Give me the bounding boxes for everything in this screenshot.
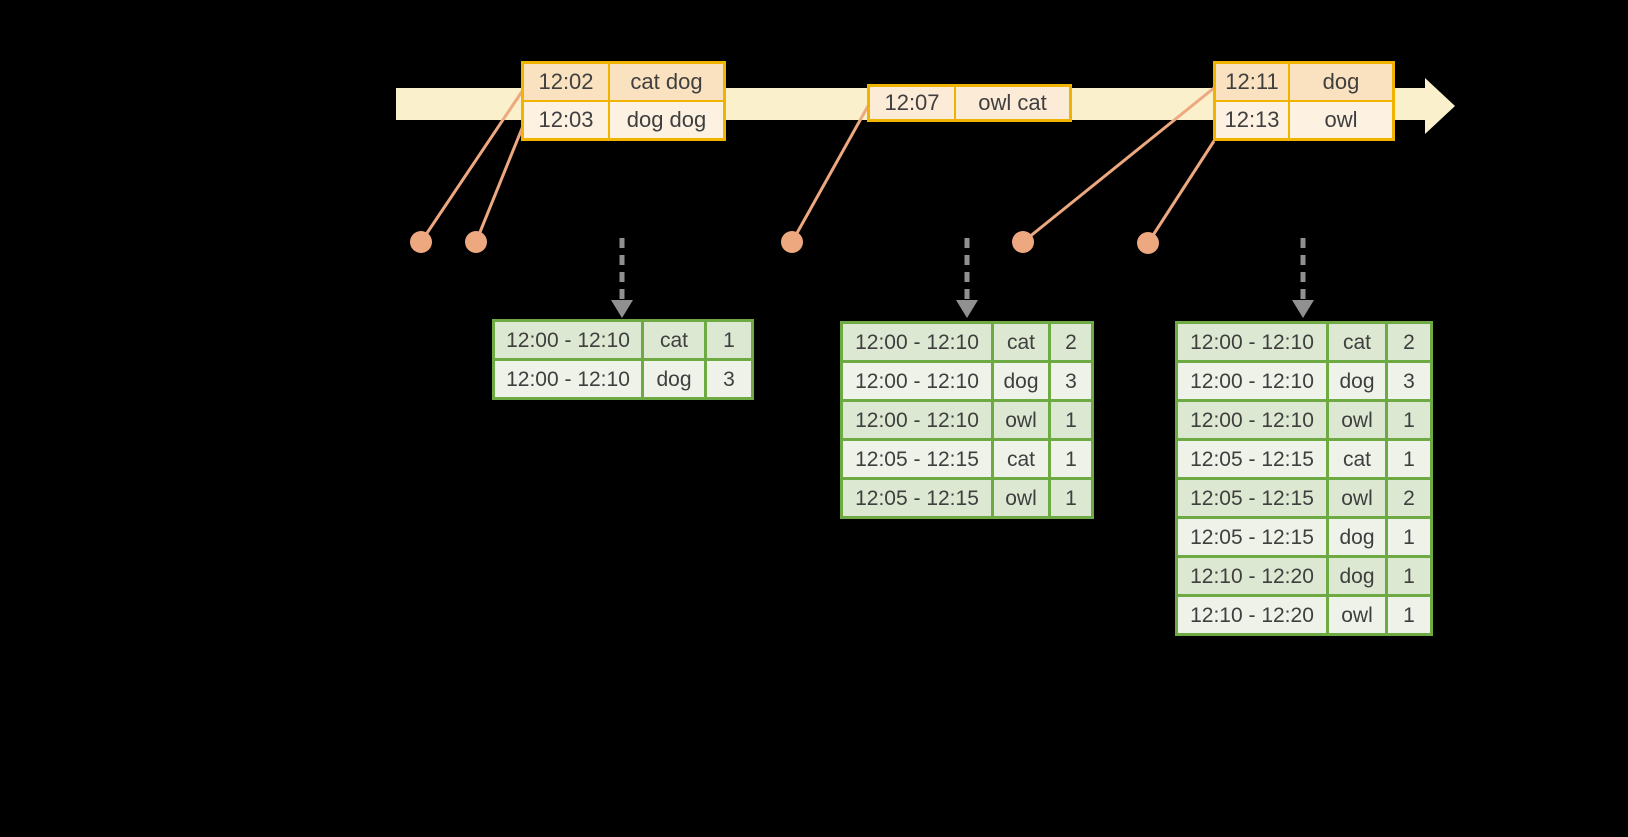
event-dot (465, 231, 487, 253)
event-words: cat dog (610, 64, 723, 100)
result-table-2: 12:00 - 12:10 cat 2 12:00 - 12:10 dog 3 … (840, 321, 1094, 519)
count: 3 (1388, 363, 1430, 399)
event-words: owl cat (956, 87, 1069, 119)
down-arrowhead-icon (956, 300, 978, 318)
window-range: 12:00 - 12:10 (843, 402, 991, 438)
window-range: 12:05 - 12:15 (843, 480, 991, 516)
event-time: 12:11 (1216, 64, 1288, 100)
event-connector-line (790, 105, 870, 243)
window-range: 12:05 - 12:15 (1178, 480, 1326, 516)
input-table-1: 12:02 cat dog 12:03 dog dog (521, 61, 726, 141)
word: cat (994, 441, 1048, 477)
input-table-2: 12:07 owl cat (867, 84, 1072, 122)
input-table-3: 12:11 dog 12:13 owl (1213, 61, 1395, 141)
count: 1 (1388, 597, 1430, 633)
down-arrowhead-icon (1292, 300, 1314, 318)
word: owl (994, 402, 1048, 438)
word: cat (644, 322, 704, 358)
event-dots (410, 231, 1159, 254)
count: 1 (1051, 402, 1091, 438)
window-range: 12:00 - 12:10 (1178, 363, 1326, 399)
event-dot (781, 231, 803, 253)
count: 1 (1388, 558, 1430, 594)
word: owl (1329, 480, 1385, 516)
trigger-arrows (619, 238, 1306, 301)
event-dot (1012, 231, 1034, 253)
count: 1 (1388, 441, 1430, 477)
timeline-arrowhead-icon (1425, 78, 1455, 134)
count: 2 (1051, 324, 1091, 360)
word: cat (1329, 324, 1385, 360)
event-time: 12:07 (870, 87, 954, 119)
window-range: 12:00 - 12:10 (495, 361, 641, 397)
window-range: 12:10 - 12:20 (1178, 558, 1326, 594)
count: 1 (1388, 402, 1430, 438)
result-table-3: 12:00 - 12:10 cat 2 12:00 - 12:10 dog 3 … (1175, 321, 1433, 636)
word: owl (1329, 597, 1385, 633)
count: 1 (1051, 480, 1091, 516)
word: dog (994, 363, 1048, 399)
window-range: 12:00 - 12:10 (843, 324, 991, 360)
event-time: 12:13 (1216, 102, 1288, 138)
event-time: 12:02 (524, 64, 608, 100)
count: 2 (1388, 324, 1430, 360)
window-range: 12:00 - 12:10 (1178, 402, 1326, 438)
count: 1 (1388, 519, 1430, 555)
word: dog (1329, 558, 1385, 594)
word: dog (1329, 519, 1385, 555)
window-range: 12:00 - 12:10 (1178, 324, 1326, 360)
event-dot (1137, 232, 1159, 254)
count: 2 (1388, 480, 1430, 516)
count: 1 (707, 322, 751, 358)
word: cat (994, 324, 1048, 360)
window-range: 12:05 - 12:15 (843, 441, 991, 477)
event-words: dog dog (610, 102, 723, 138)
event-connector-line (1022, 86, 1215, 244)
event-connector-line (474, 125, 525, 243)
event-connector-line (419, 89, 525, 243)
event-connector-lines (419, 86, 1216, 244)
window-range: 12:05 - 12:15 (1178, 519, 1326, 555)
event-dot (410, 231, 432, 253)
event-connector-line (1146, 140, 1216, 244)
window-range: 12:00 - 12:10 (843, 363, 991, 399)
word: cat (1329, 441, 1385, 477)
word: owl (1329, 402, 1385, 438)
window-range: 12:05 - 12:15 (1178, 441, 1326, 477)
count: 3 (1051, 363, 1091, 399)
count: 1 (1051, 441, 1091, 477)
event-time: 12:03 (524, 102, 608, 138)
result-table-1: 12:00 - 12:10 cat 1 12:00 - 12:10 dog 3 (492, 319, 754, 400)
down-arrowhead-icon (611, 300, 633, 318)
count: 3 (707, 361, 751, 397)
window-range: 12:00 - 12:10 (495, 322, 641, 358)
word: dog (644, 361, 704, 397)
window-range: 12:10 - 12:20 (1178, 597, 1326, 633)
event-words: owl (1290, 102, 1392, 138)
event-words: dog (1290, 64, 1392, 100)
trigger-arrowheads (611, 300, 1314, 318)
word: owl (994, 480, 1048, 516)
word: dog (1329, 363, 1385, 399)
